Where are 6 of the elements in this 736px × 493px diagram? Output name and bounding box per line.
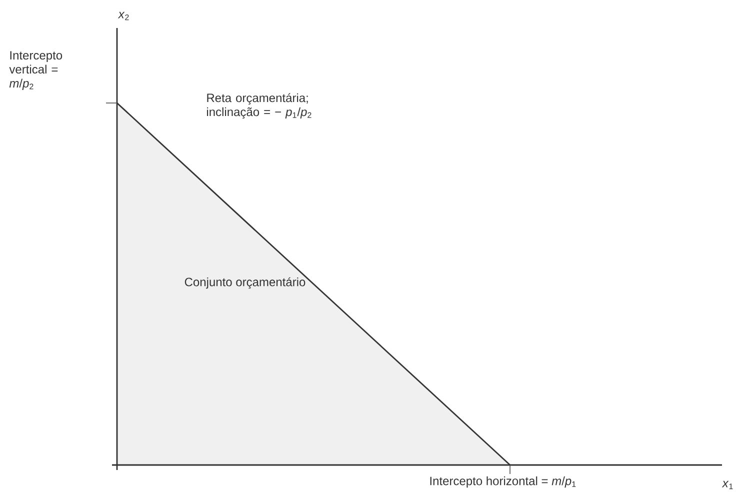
intercept-label: Intercepto vertical = m/p$_{2}$ bbox=[9, 51, 62, 90]
line-label: Reta orçamentária; inclinação = − p$_{1}$/p$_{2}$ bbox=[207, 93, 312, 119]
intercept-label: Intercepto horizontal = m/p$_{1}$ bbox=[430, 476, 576, 488]
axis-label: x$_{1}$ bbox=[722, 480, 733, 490]
axis-label: x$_{2}$ bbox=[118, 12, 129, 20]
region-label: Conjunto orçamentário bbox=[184, 277, 306, 289]
